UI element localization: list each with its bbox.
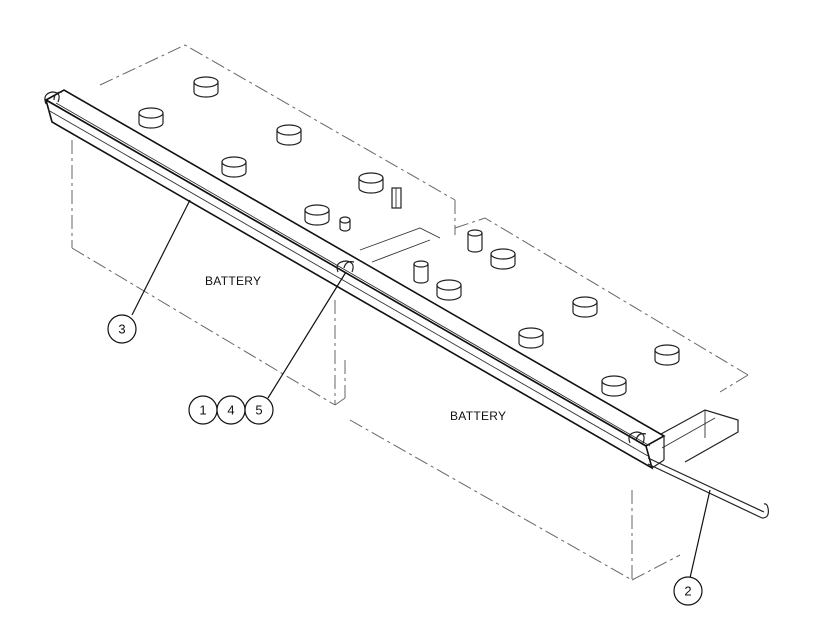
terminal-post-tall <box>391 187 402 209</box>
callout-5: 5 <box>244 395 274 425</box>
battery-left-label: BATTERY <box>205 274 261 288</box>
callout-number: 5 <box>255 403 262 418</box>
hook-clip-middle <box>336 260 354 273</box>
terminal-post-tall <box>467 229 483 253</box>
battery-right-label: BATTERY <box>450 409 506 423</box>
terminal-post <box>601 375 627 397</box>
battery-right-terminals <box>413 229 680 397</box>
callout-2: 2 <box>673 576 703 606</box>
terminal-post <box>358 172 384 194</box>
terminal-post <box>221 156 247 178</box>
terminal-post-small <box>339 216 351 232</box>
hook-clip-left <box>44 91 60 105</box>
terminal-post <box>193 76 219 98</box>
terminal-post-tall <box>413 260 429 284</box>
end-bracket <box>649 409 739 463</box>
terminal-post <box>572 296 598 318</box>
callout-number: 1 <box>199 403 206 418</box>
battery-left <box>71 44 456 406</box>
callout-3: 3 <box>107 314 137 344</box>
callout-4: 4 <box>216 395 246 425</box>
leader-callout-2 <box>689 489 711 579</box>
hold-down-bar <box>44 89 666 470</box>
hook-clips <box>44 91 647 444</box>
callout-number: 2 <box>684 584 691 599</box>
terminal-post <box>654 344 680 366</box>
terminal-post <box>518 327 544 349</box>
callout-number: 4 <box>227 403 234 418</box>
terminal-post <box>138 107 164 129</box>
battery-right <box>344 217 749 581</box>
hook-clip-right <box>628 431 645 444</box>
battery-left-terminals <box>138 76 402 232</box>
j-bolt-rod <box>647 457 769 519</box>
callout-number: 3 <box>118 322 125 337</box>
callout-1: 1 <box>188 395 218 425</box>
terminal-post <box>436 279 462 301</box>
leader-callout-3 <box>131 199 191 316</box>
terminal-post <box>304 204 330 226</box>
leader-callout-145 <box>267 271 347 399</box>
terminal-post <box>276 124 302 146</box>
terminal-post <box>490 248 516 270</box>
